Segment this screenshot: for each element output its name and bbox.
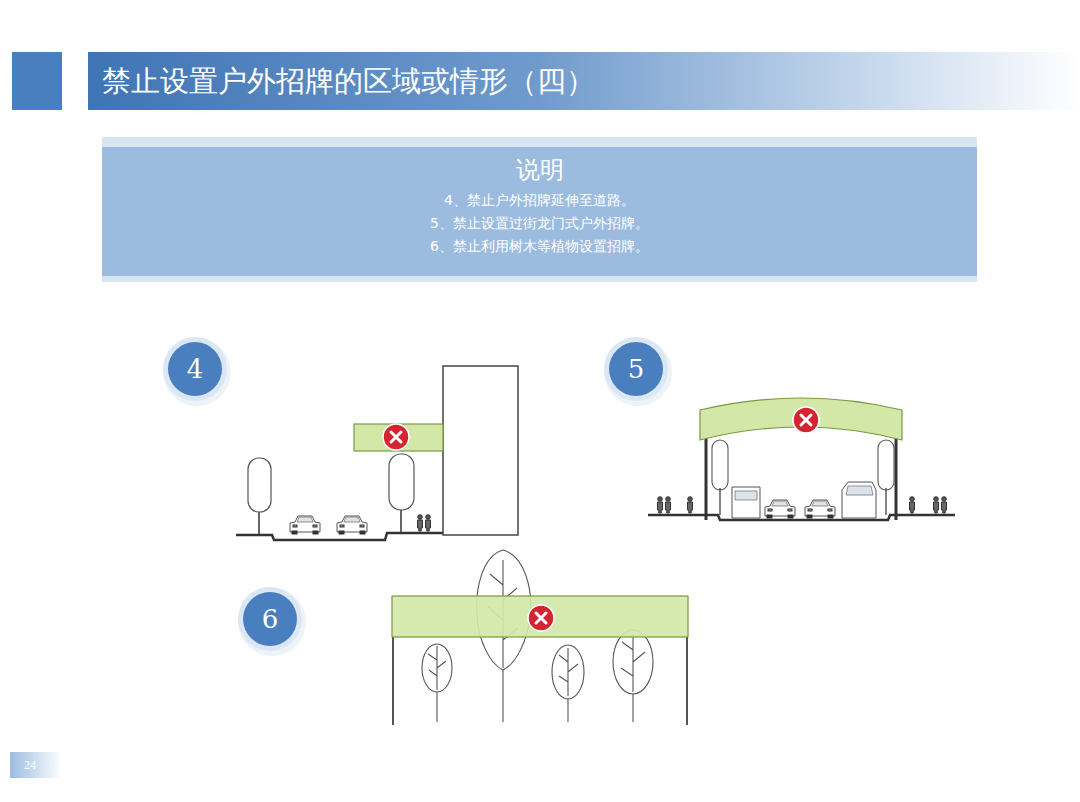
illustration-path [648,515,955,520]
illustration-path [700,398,902,440]
figure-sign-on-trees [392,550,688,725]
figure-sign-over-road [236,366,518,540]
callout-number: 6 [243,592,297,646]
illustration-path [842,482,876,518]
callout-text: 5 [628,354,645,384]
illustration-use [418,515,423,531]
rule-text: 4、禁止户外招牌延伸至道路。 [122,189,957,212]
panel-heading: 说明 [122,153,957,187]
illustration-path [559,648,578,696]
illustration-rect [712,440,728,490]
callout-text: 4 [187,354,204,384]
illustration-use [688,497,693,513]
illustration-use [666,497,671,513]
callout-text: 6 [262,604,279,634]
illustration-path [846,486,873,495]
title-band: 禁止设置户外招牌的区域或情形（四） [88,52,1080,110]
illustration-use [793,407,819,433]
illustration-ellipse [422,644,452,692]
illustration-rect [354,424,443,451]
title-square [12,52,62,110]
illustration-line [686,637,688,725]
illustration-path [735,491,757,500]
illustration-ellipse [613,630,653,694]
callout-number: 5 [609,342,663,396]
illustration-line [392,637,394,725]
illustration-rect [392,596,688,637]
figure-gantry-sign [648,398,955,520]
page-number: 24 [24,758,36,773]
illustration-rect [878,440,894,490]
illustration-use [290,516,320,534]
illustration-rect [389,454,414,510]
illustration-line [885,488,886,515]
illustration-use [658,497,663,513]
illustration-use [426,515,431,531]
illustration-use [942,497,947,513]
rule-text: 6、禁止利用树木等植物设置招牌。 [122,235,957,258]
callout-number: 4 [168,342,222,396]
illustration-rect [443,366,518,535]
explanation-panel: 说明4、禁止户外招牌延伸至道路。5、禁止设置过街龙门式户外招牌。6、禁止利用树木… [102,137,977,282]
illustration-rect [248,458,271,512]
illustration-line [719,488,720,515]
illustration-use [934,497,939,513]
illustration-use [528,605,554,631]
illustration-path [732,487,760,518]
illustration-path [428,646,446,690]
illustration-path [621,634,645,692]
illustration-use [765,500,795,518]
rule-text: 5、禁止设置过街龙门式户外招牌。 [122,212,957,235]
illustration-use [383,424,409,450]
illustration-use [337,516,367,534]
illustration-use [805,500,835,518]
slide-title: 禁止设置户外招牌的区域或情形（四） [102,61,595,101]
illustration-use [910,497,915,513]
page-number-tag: 24 [10,752,62,778]
illustration-ellipse [552,645,584,699]
